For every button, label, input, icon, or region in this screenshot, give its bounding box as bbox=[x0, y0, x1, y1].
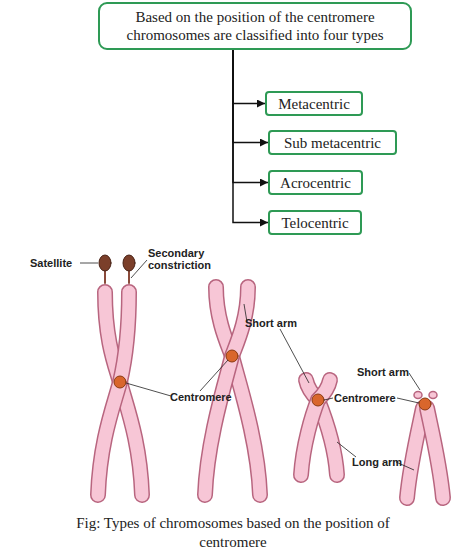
chromatid-outline bbox=[301, 380, 330, 475]
leader-line bbox=[337, 442, 356, 457]
part-label: Satellite bbox=[30, 257, 72, 269]
part-label: Long arm bbox=[352, 456, 402, 468]
leader-line bbox=[397, 398, 419, 403]
branch-arrow bbox=[233, 50, 265, 104]
satellite-stalk bbox=[128, 271, 130, 283]
part-label: Short arm bbox=[245, 317, 297, 329]
box-text: Sub metacentric bbox=[284, 134, 381, 152]
type-box: Sub metacentric bbox=[268, 130, 397, 155]
satellite bbox=[123, 255, 135, 271]
branch-arrow bbox=[233, 50, 268, 223]
centromere-dot bbox=[312, 394, 324, 406]
type-box: Metacentric bbox=[265, 91, 363, 116]
box-text: Acrocentric bbox=[280, 174, 351, 192]
leader-line bbox=[409, 373, 420, 390]
branch-arrow bbox=[233, 50, 268, 143]
leader-line bbox=[324, 398, 333, 400]
leader-line bbox=[126, 383, 171, 396]
box-text: Based on the position of the centromere … bbox=[106, 8, 404, 44]
satellite-stalk bbox=[104, 271, 106, 283]
figure-caption: Fig: Types of chromosomes based on the p… bbox=[55, 514, 411, 552]
branch-arrow bbox=[233, 50, 268, 183]
leader-line bbox=[280, 329, 309, 383]
part-label: Centromere bbox=[170, 391, 232, 403]
type-box: Acrocentric bbox=[268, 170, 363, 195]
chromatid bbox=[301, 380, 330, 475]
centromere-dot bbox=[419, 398, 431, 410]
part-label: Centromere bbox=[334, 392, 396, 404]
box-text: Telocentric bbox=[281, 214, 348, 232]
part-label: Short arm bbox=[357, 366, 409, 378]
chromatid-outline bbox=[407, 408, 423, 498]
type-box: Telocentric bbox=[268, 210, 362, 235]
tiny-arm bbox=[414, 392, 422, 399]
chromatid-outline bbox=[427, 408, 443, 498]
satellite bbox=[99, 255, 111, 271]
chromatid bbox=[407, 408, 423, 498]
chromatid bbox=[427, 408, 443, 498]
leader-line bbox=[131, 260, 147, 278]
part-label: Secondary constriction bbox=[148, 247, 228, 271]
tiny-arm bbox=[429, 392, 437, 399]
leader-line bbox=[200, 360, 228, 391]
box-text: Metacentric bbox=[278, 95, 350, 113]
leader-line bbox=[80, 263, 98, 264]
chromatid-outline bbox=[98, 292, 129, 495]
heading-box: Based on the position of the centromere … bbox=[98, 2, 412, 50]
chromatid bbox=[98, 292, 129, 495]
centromere-dot bbox=[114, 376, 126, 388]
